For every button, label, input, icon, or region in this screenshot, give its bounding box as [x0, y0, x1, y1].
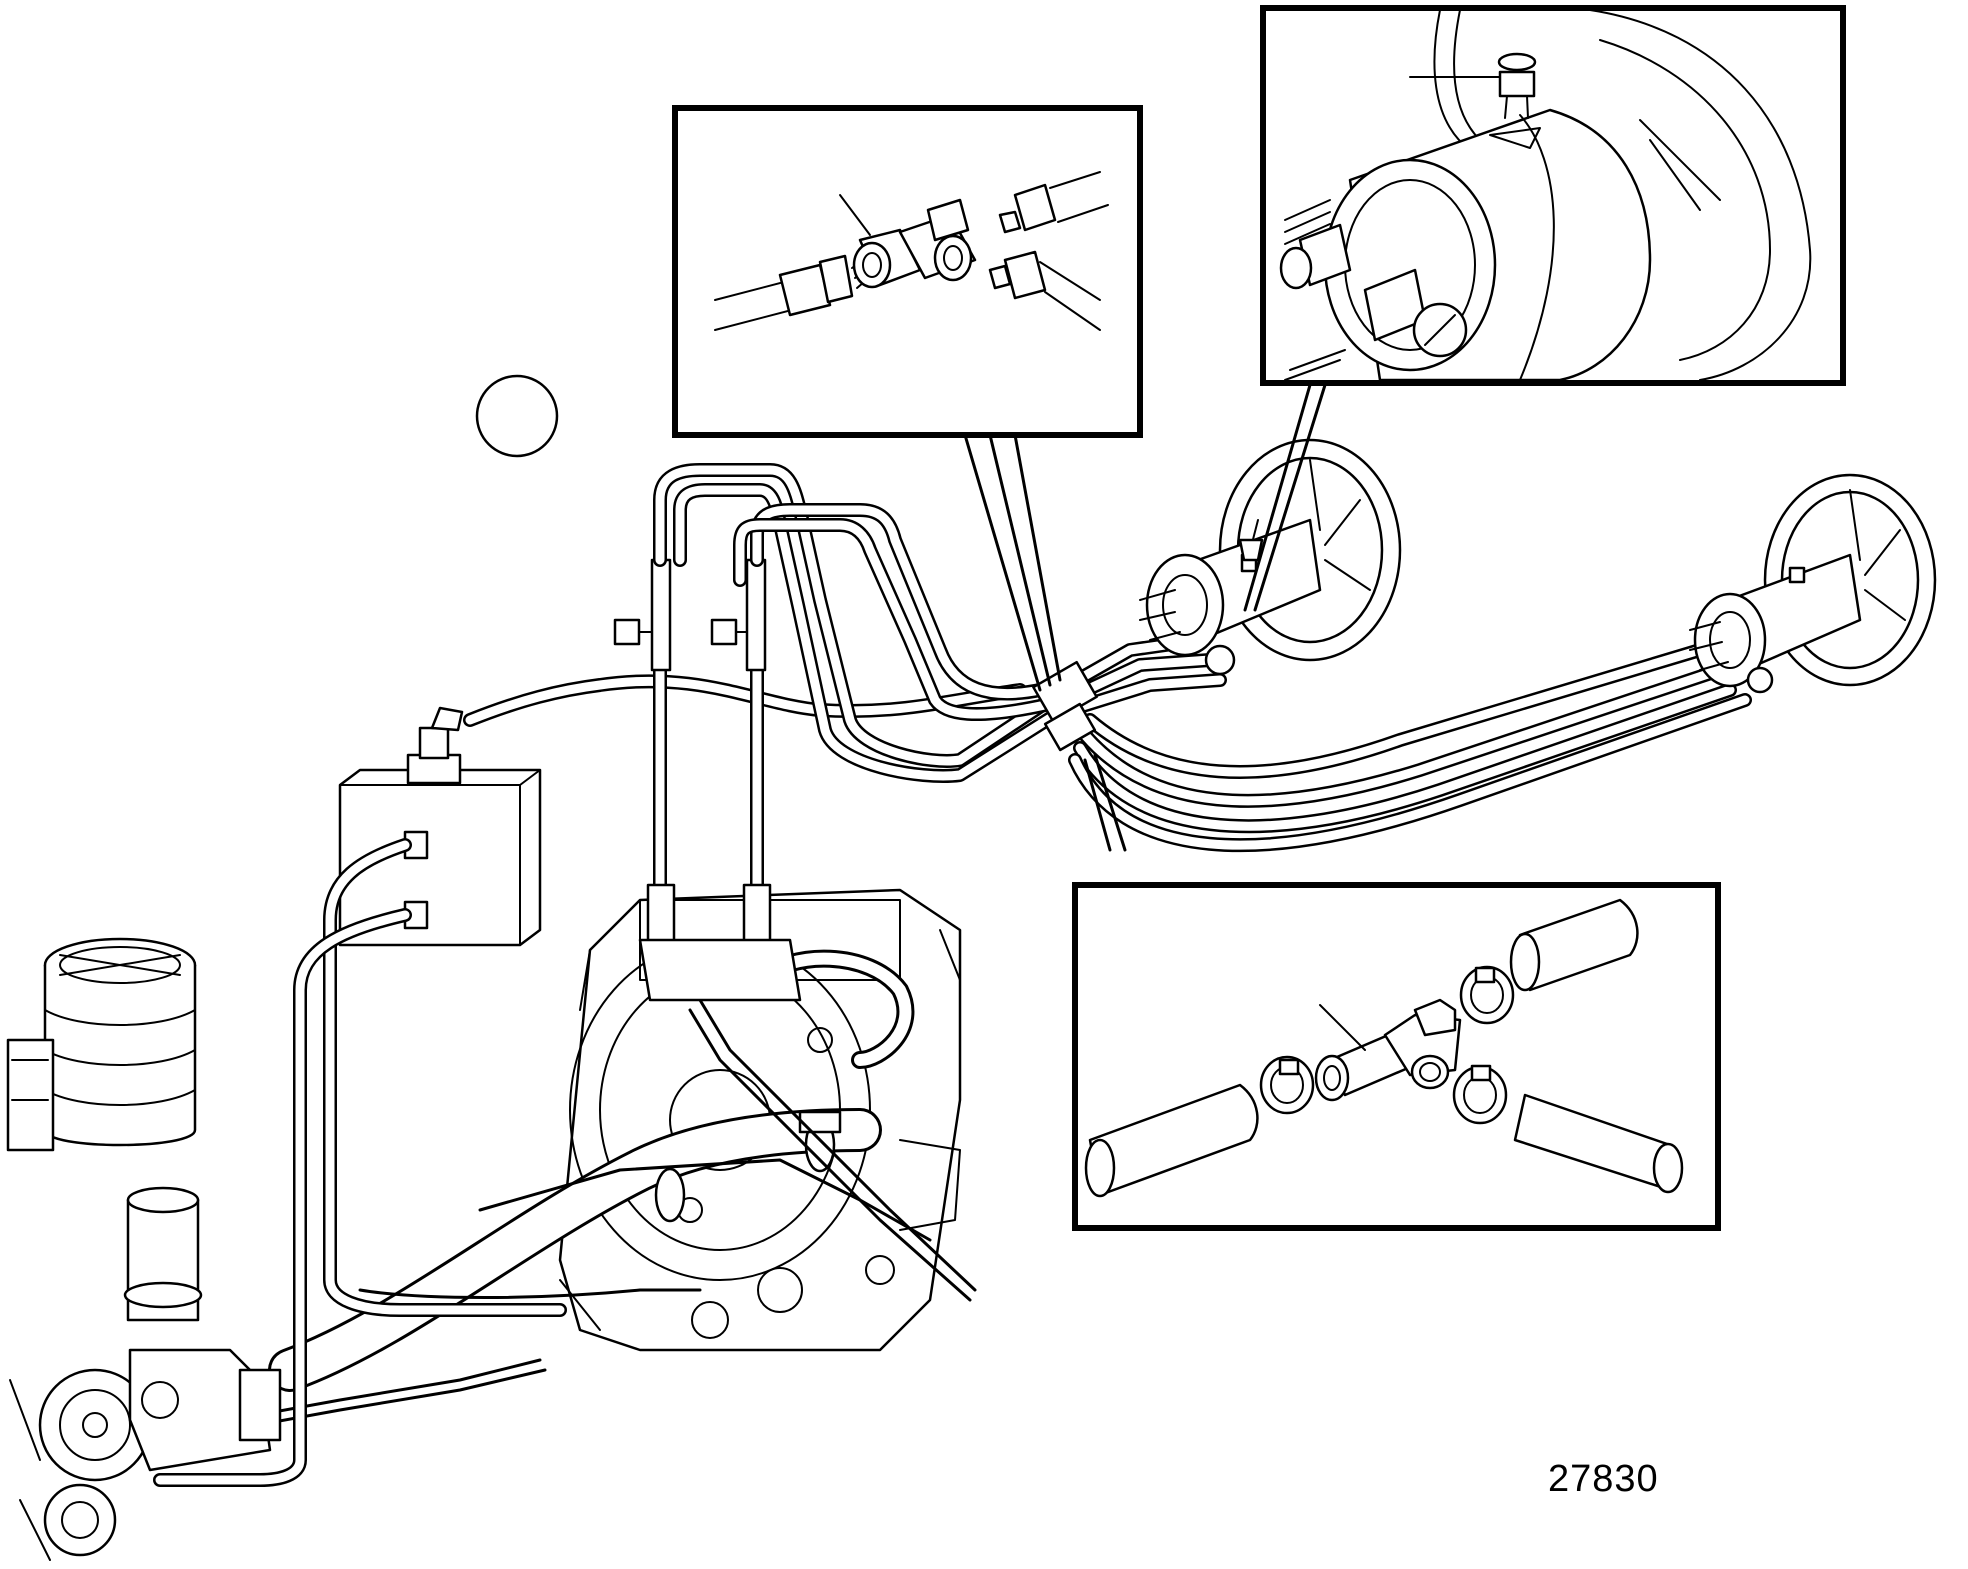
reference-circle: [475, 374, 559, 458]
inset-hose-tee: [1072, 882, 1721, 1231]
vent-line: [463, 674, 1027, 727]
inset-tee-fitting: [672, 105, 1143, 438]
helm-lines: [1032, 633, 1752, 853]
inset-helm-filler: [1260, 5, 1846, 386]
steering-pump: [9, 1348, 282, 1561]
reservoir-lines: [153, 838, 567, 1487]
steering-helm-2: [1689, 473, 1937, 694]
return-lines: [158, 998, 977, 1432]
oil-reservoir: [338, 706, 542, 947]
air-filter: [6, 937, 203, 1322]
cylinder-lines: [613, 558, 802, 1002]
figure-number: 27830: [1548, 1458, 1659, 1500]
inset-leader-lines: [963, 383, 1327, 852]
upper-loop-lines: [653, 463, 1062, 783]
